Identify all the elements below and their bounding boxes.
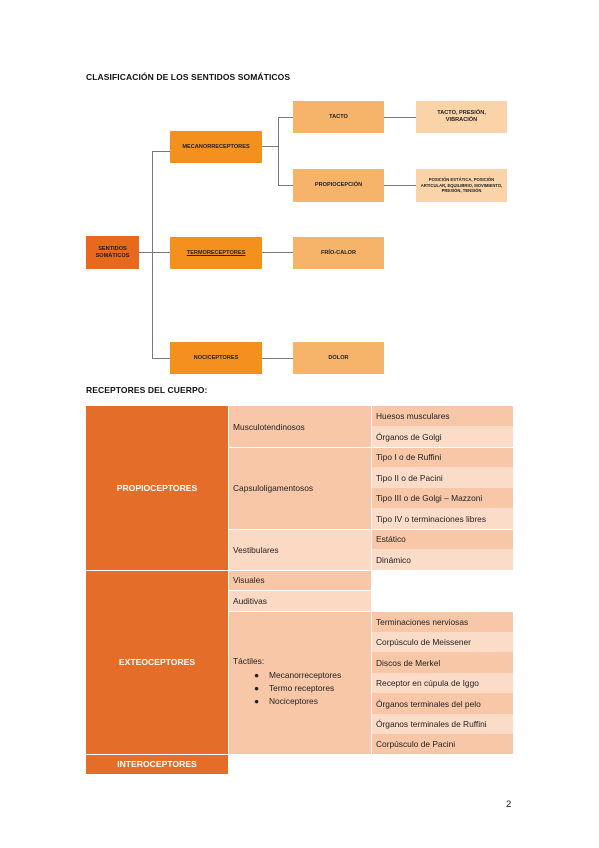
node-termoreceptores: TERMORECEPTORES xyxy=(170,237,262,269)
list-item: ●Nociceptores xyxy=(254,696,318,706)
group-exteroceptores: EXTEOCEPTORES xyxy=(86,570,228,754)
item-corpusculo-pacini: Corpúsculo de Pacini xyxy=(371,734,513,754)
group-interoceptores: INTEROCEPTORES xyxy=(86,754,228,774)
diagram-heading: CLASIFICACIÓN DE LOS SENTIDOS SOMÁTICOS xyxy=(86,72,291,82)
sub-capsuloligamentosos: Capsuloligamentosos xyxy=(228,447,371,529)
item-organos-pelo: Órganos terminales del pelo xyxy=(371,693,513,714)
node-propiocepcion: PROPIOCEPCIÓN xyxy=(293,169,384,202)
list-item: ●Termo receptores xyxy=(254,683,335,693)
item-tipo-4: Tipo IV o terminaciones libres xyxy=(371,508,513,529)
node-sentidos-somaticos: SENTIDOS SOMÁTICOS xyxy=(86,236,139,269)
item-tipo-1: Tipo I o de Ruffini xyxy=(371,447,513,467)
item-corpusculo-meissener: Corpúsculo de Meissener xyxy=(371,632,513,652)
item-receptor-iggo: Receptor en cúpula de Iggo xyxy=(371,673,513,693)
list-item: ●Mecanorreceptores xyxy=(254,670,342,680)
node-dolor: DOLOR xyxy=(293,342,384,374)
sub-tactiles-cell xyxy=(228,611,371,754)
sub-musculotendinosos: Musculotendinosos xyxy=(228,406,371,447)
tactiles-list: ●Mecanorreceptores ●Termo receptores ●No… xyxy=(233,669,341,708)
sub-visuales: Visuales xyxy=(228,570,371,590)
table-heading: RECEPTORES DEL CUERPO: xyxy=(86,385,208,395)
item-estatico: Estático xyxy=(371,529,513,549)
item-huesos-musculares: Huesos musculares xyxy=(371,406,513,426)
item-discos-merkel: Discos de Merkel xyxy=(371,652,513,673)
node-tacto-detail: TACTO, PRESIÓN, VIBRACIÓN xyxy=(416,101,507,133)
node-tacto: TACTO xyxy=(293,101,384,133)
node-frio-calor: FRÍO-CALOR xyxy=(293,237,384,269)
node-mecanorreceptores: MECANORRECEPTORES xyxy=(170,131,262,163)
sub-tactiles: Táctiles: ●Mecanorreceptores ●Termo rece… xyxy=(233,656,341,708)
page-number: 2 xyxy=(506,799,512,810)
item-tipo-2: Tipo II o de Pacini xyxy=(371,467,513,488)
item-tipo-3: Tipo III o de Golgi – Mazzoni xyxy=(371,488,513,508)
group-propioceptores: PROPIOCEPTORES xyxy=(86,406,228,570)
item-dinamico: Dinámico xyxy=(371,549,513,570)
item-organos-golgi: Órganos de Golgi xyxy=(371,426,513,447)
item-organos-ruffini: Órganos terminales de Ruffini xyxy=(371,714,513,734)
tactiles-label: Táctiles: xyxy=(233,656,265,666)
node-propiocepcion-detail: POSICIÓN ESTÁTICA, POSICIÓN ARTICULAR, E… xyxy=(416,169,507,202)
item-terminaciones-nerviosas: Terminaciones nerviosas xyxy=(371,611,513,632)
node-nociceptores: NOCICEPTORES xyxy=(170,342,262,374)
sub-auditivas: Auditivas xyxy=(228,590,371,611)
sub-vestibulares: Vestibulares xyxy=(228,529,371,570)
